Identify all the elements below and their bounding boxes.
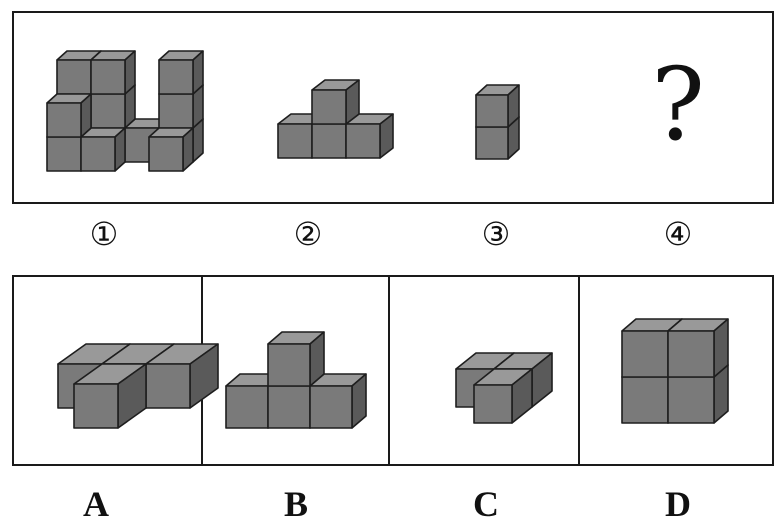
cube-front-face (225, 385, 269, 429)
cube-front-face (309, 385, 353, 429)
figure-1-cubes (46, 50, 204, 172)
sequence-label-2: ② (293, 215, 323, 253)
cube-front-face (145, 363, 191, 409)
figure-2-cubes (277, 79, 394, 159)
cube-front-face (90, 59, 126, 95)
option-a-cubes[interactable] (40, 315, 219, 435)
cube-front-face (667, 330, 715, 378)
sequence-label-1: ① (89, 215, 119, 253)
cube-front-face (277, 123, 313, 159)
sequence-label-3: ③ (481, 215, 511, 253)
cube-front-face (158, 59, 194, 95)
option-b-cubes[interactable] (218, 320, 378, 435)
cube-front-face (158, 93, 194, 129)
option-divider (388, 277, 390, 464)
cube-front-face (473, 384, 513, 424)
cube-front-face (73, 383, 119, 429)
cube-front-face (56, 59, 92, 95)
question-mark: ? (651, 46, 705, 163)
cube-front-face (345, 123, 381, 159)
option-label-b[interactable]: B (283, 484, 308, 524)
option-label-c[interactable]: C (473, 484, 499, 524)
cube-front-face (311, 89, 347, 125)
sequence-panel (12, 11, 774, 204)
cube-front-face (311, 123, 347, 159)
cube-front-face (267, 385, 311, 429)
cube-front-face (621, 376, 669, 424)
option-label-d[interactable]: D (665, 484, 691, 524)
option-divider (578, 277, 580, 464)
cube-front-face (46, 102, 82, 138)
cube-front-face (148, 136, 184, 172)
cube-front-face (667, 376, 715, 424)
figure-3-cubes (475, 84, 520, 160)
sequence-label-4: ④ (663, 215, 693, 253)
option-d-cubes[interactable] (612, 315, 732, 430)
cube-front-face (475, 126, 509, 160)
option-label-a[interactable]: A (83, 484, 109, 524)
cube-front-face (267, 343, 311, 387)
cube-front-face (46, 136, 82, 172)
option-c-cubes[interactable] (428, 315, 553, 435)
cube-front-face (90, 93, 126, 129)
cube-front-face (621, 330, 669, 378)
cube-front-face (475, 94, 509, 128)
cube-front-face (80, 136, 116, 172)
